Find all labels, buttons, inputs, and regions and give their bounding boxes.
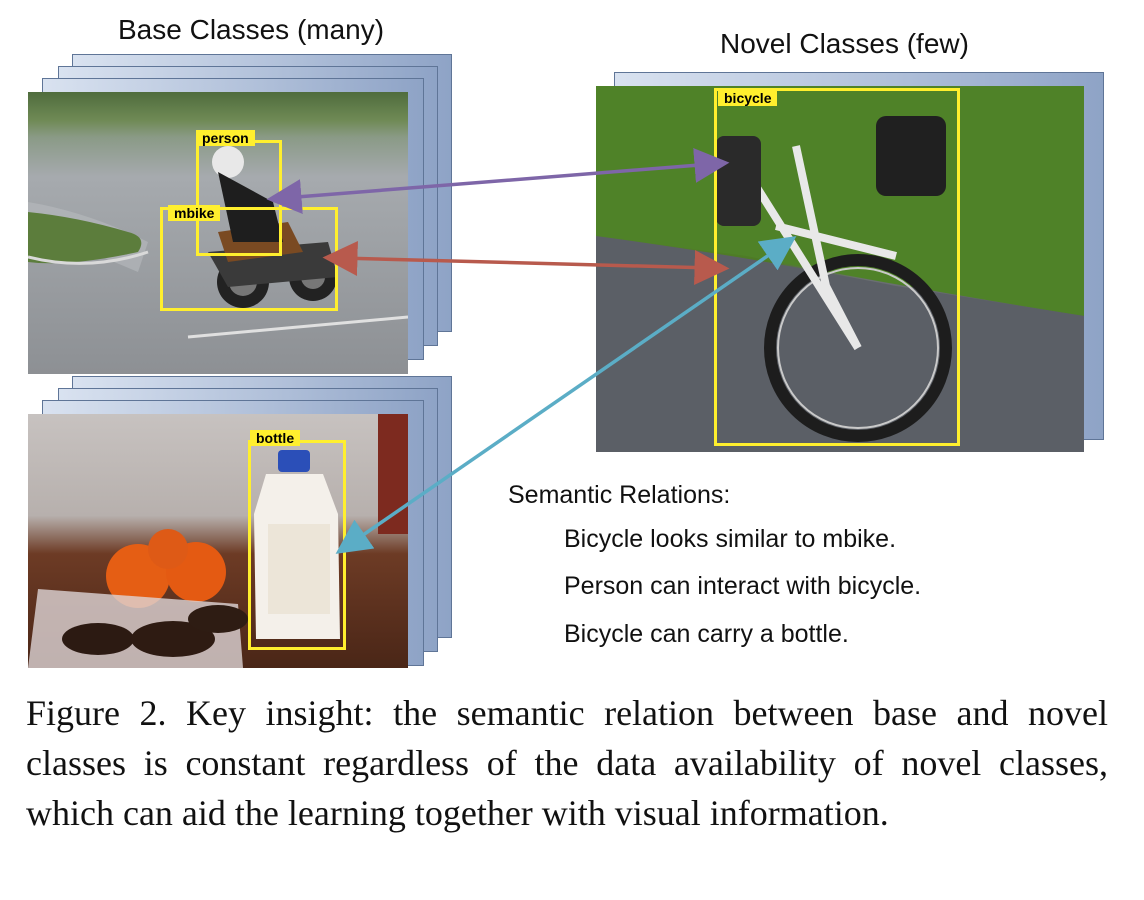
bottle-bbox-label: bottle xyxy=(250,430,301,446)
relation-item: Bicycle looks similar to mbike. xyxy=(564,525,897,553)
mbike-bbox-label: mbike xyxy=(168,205,221,221)
person-bbox-label: person xyxy=(196,130,255,146)
relation-item: Bicycle can carry a bottle. xyxy=(564,620,849,648)
bottle-bicycle-arrow xyxy=(335,236,797,554)
novel-classes-heading: Novel Classes (few) xyxy=(720,28,969,59)
bicycle-bbox-label: bicycle xyxy=(718,90,778,106)
base-classes-heading: Base Classes (many) xyxy=(118,14,385,45)
figure-caption: Figure 2. Key insight: the semantic rela… xyxy=(26,693,1108,833)
relations-title: Semantic Relations: xyxy=(508,481,731,509)
mbike-bicycle-arrow xyxy=(322,240,730,286)
relation-item: Person can interact with bicycle. xyxy=(564,572,922,600)
person-bicycle-arrow xyxy=(266,147,730,215)
